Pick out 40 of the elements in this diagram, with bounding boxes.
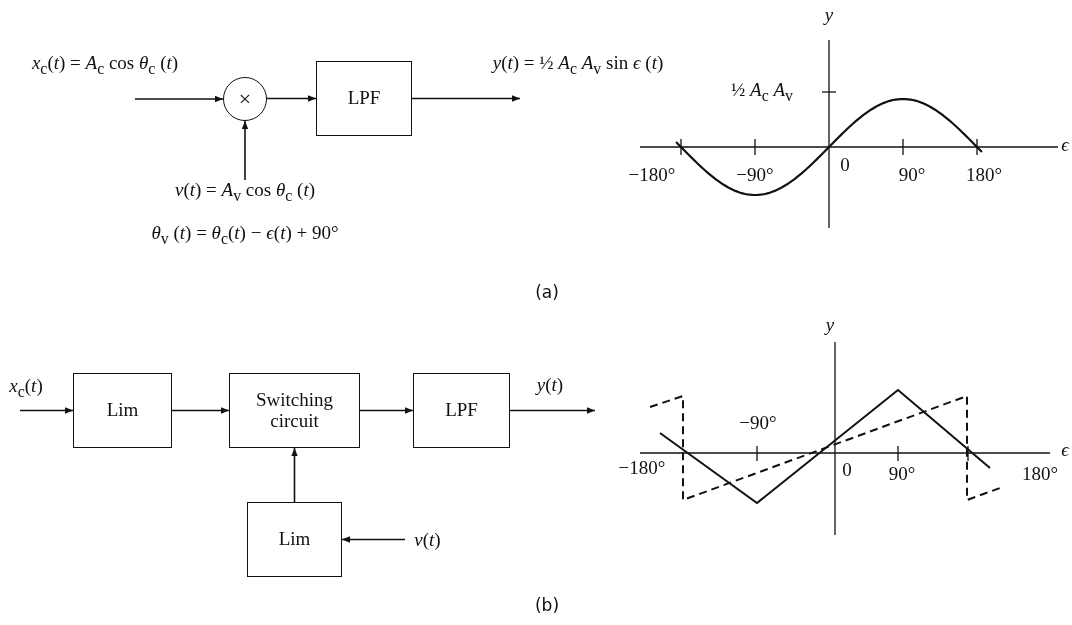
arrow	[509, 407, 596, 414]
switching-circuit-block: Switching circuit	[229, 373, 360, 448]
panel-label: (a)	[535, 282, 559, 302]
multiplier-circle: ×	[223, 77, 267, 121]
filter-block: LPF	[413, 373, 510, 448]
arrow	[19, 407, 74, 414]
arrow	[241, 120, 249, 181]
tick-label: −180°	[618, 457, 666, 479]
signal-label: y(t)	[536, 374, 564, 396]
tick-label: 90°	[898, 164, 926, 186]
tick-label: −90°	[739, 412, 777, 434]
arrow	[359, 407, 414, 414]
limiter-block: Lim	[73, 373, 172, 448]
arrow	[411, 95, 521, 102]
tick-label: −180°	[628, 164, 676, 186]
filter-block: LPF	[316, 61, 412, 136]
arrow	[134, 95, 224, 103]
arrow	[341, 536, 406, 543]
signal-label: v(t)	[405, 528, 450, 552]
panel-label: (b)	[534, 595, 560, 615]
limiter-block: Lim	[247, 502, 342, 577]
tick-label: 0	[840, 154, 850, 176]
signal-label: y(t) = ½ A$_{c}$ A$_{v}$ sin ϵ (t)	[492, 52, 664, 78]
tick-label: 0	[842, 459, 852, 481]
tick-label: −90°	[736, 164, 774, 186]
phase-equation: θ$_{v}$ (t) = θ$_{c}$(t) − ϵ(t) + 90°	[151, 222, 339, 248]
arrow	[171, 407, 230, 414]
arrow	[266, 95, 317, 102]
signal-label: x$_{c}$(t) = A$_{c}$ cos θ$_{c}$ (t)	[31, 52, 179, 78]
signal-label: x$_{c}$(t)	[9, 375, 43, 401]
axis-label: y	[825, 314, 835, 336]
signal-equation: v(t) = A$_{v}$ cos θ$_{c}$ (t)	[130, 180, 360, 204]
arrow	[291, 447, 298, 503]
axis-label: y	[824, 4, 834, 26]
tick-label: 180°	[1021, 463, 1059, 485]
axis-value-label: ½ A$_{c}$ A$_{v}$	[731, 79, 793, 105]
tick-label: 90°	[888, 463, 916, 485]
axis-label: ϵ	[1061, 134, 1069, 156]
tick-label: 180°	[965, 164, 1003, 186]
axis-label: ϵ	[1061, 439, 1069, 461]
